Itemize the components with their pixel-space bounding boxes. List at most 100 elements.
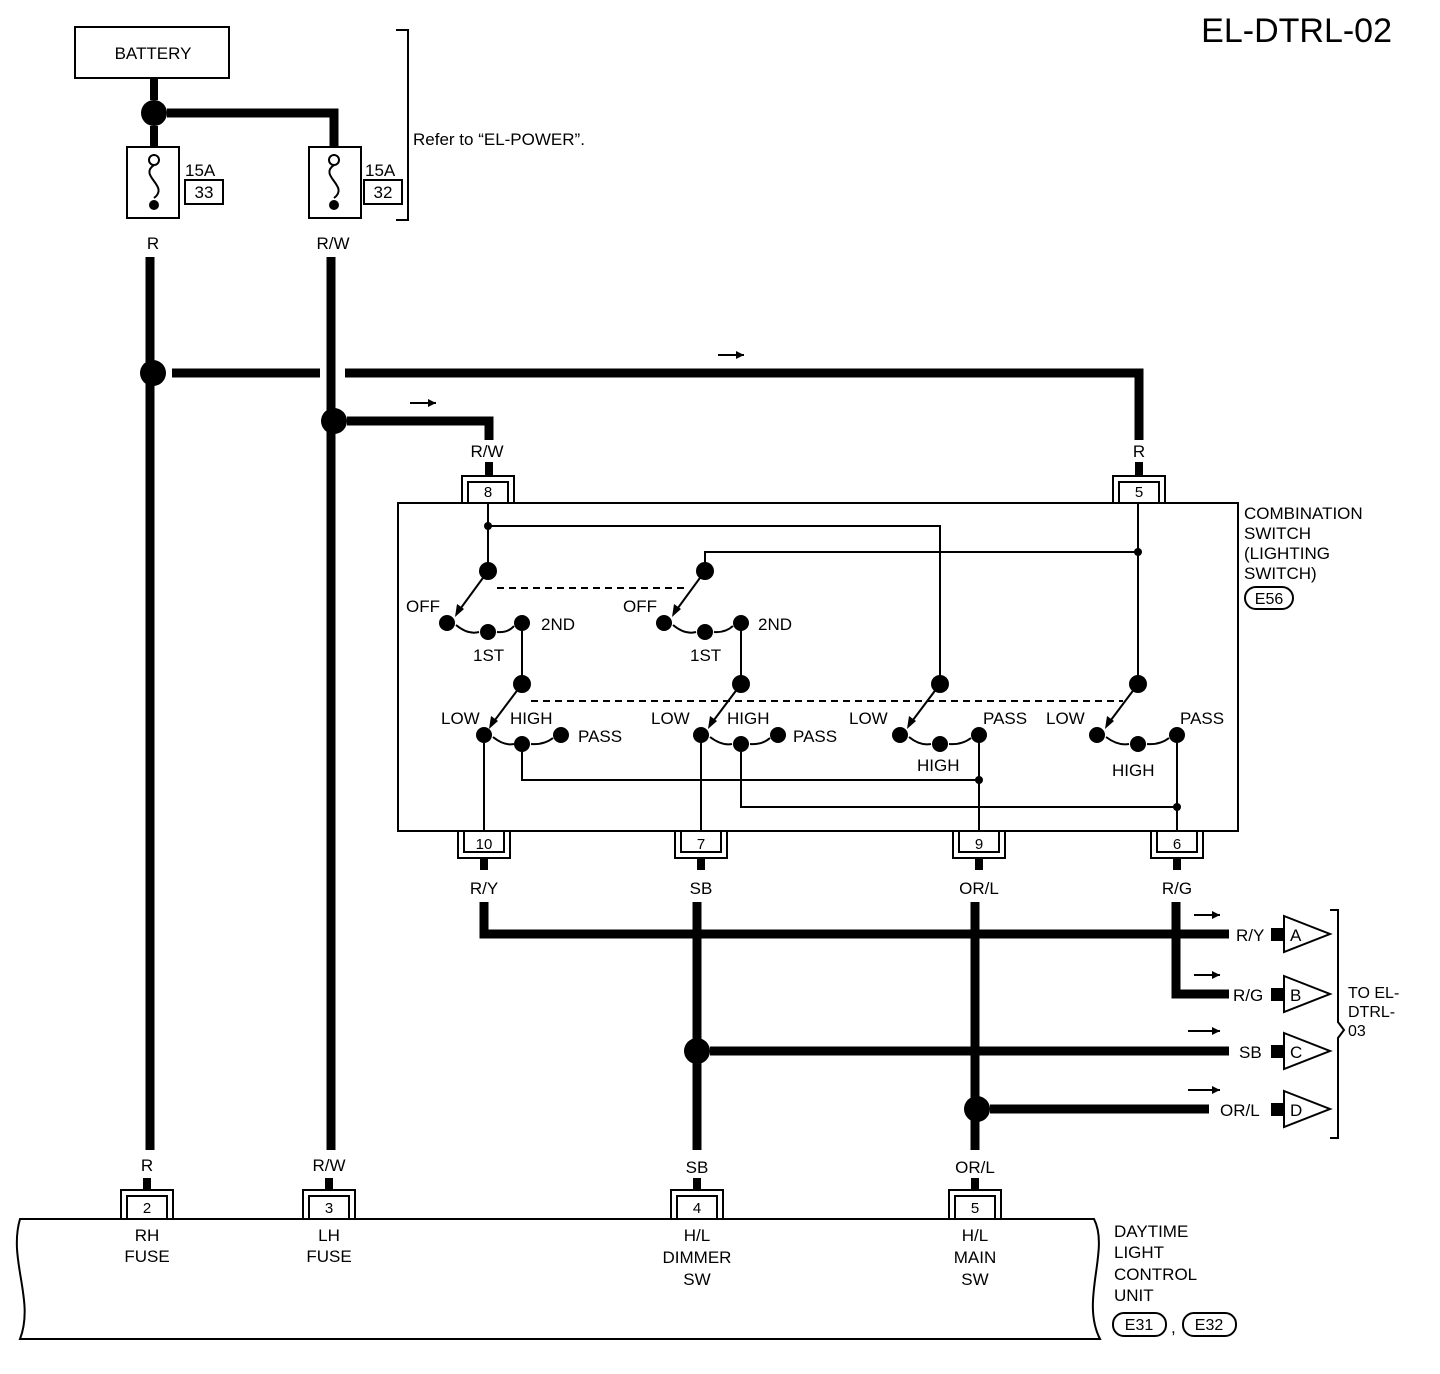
daytime-light-control-unit: RH FUSE LH FUSE H/L DIMMER SW H/L MAIN S…: [15, 1218, 1237, 1340]
svg-text:2: 2: [143, 1200, 151, 1217]
s2-2nd-label: 2ND: [758, 615, 792, 634]
s3-low-label: LOW: [441, 709, 480, 728]
svg-text:SB: SB: [1239, 1043, 1262, 1062]
s4-low-label: LOW: [651, 709, 690, 728]
svg-text:3: 3: [325, 1200, 333, 1217]
cu-connector-separator: ,: [1171, 1318, 1176, 1337]
destination-line-1: TO EL-: [1348, 985, 1399, 1002]
cu-connector-pin-3: 3: [302, 1189, 356, 1218]
connector-pin-7: 7: [674, 832, 728, 859]
svg-text:9: 9: [975, 836, 983, 853]
svg-text:6: 6: [1173, 836, 1181, 853]
cu-title-2: LIGHT: [1114, 1243, 1164, 1262]
fuse-33-number: 33: [195, 183, 214, 202]
bottom-wire-label-rw: R/W: [312, 1156, 345, 1175]
cu-title-3: CONTROL: [1114, 1265, 1197, 1284]
cu-connector-pin-2: 2: [120, 1189, 174, 1218]
combination-switch: 8 5 OFF 2ND 1ST OFF: [397, 475, 1363, 832]
direction-arrows: [1188, 911, 1220, 1094]
s1-1st-label: 1ST: [473, 646, 504, 665]
s6-high-label: HIGH: [1112, 761, 1155, 780]
s3-pass-label: PASS: [578, 727, 622, 746]
pin-3-label-2: FUSE: [306, 1247, 351, 1266]
destination-line-3: 03: [1348, 1023, 1366, 1040]
offpage-connector-b: R/G B: [1233, 974, 1333, 1014]
pin-4-label-1: H/L: [684, 1226, 710, 1245]
connector-pin-8: 8: [461, 475, 515, 502]
svg-text:10: 10: [476, 836, 493, 853]
svg-text:7: 7: [697, 836, 705, 853]
wire-label-rw-pin8: R/W: [470, 442, 503, 461]
cu-title-4: UNIT: [1114, 1286, 1154, 1305]
offpage-connector-c: SB C: [1239, 1031, 1333, 1071]
fuse-32-rating: 15A: [365, 161, 396, 180]
offpage-connector-d: OR/L D: [1220, 1089, 1333, 1129]
wire-label-r-top: R: [147, 234, 159, 253]
svg-text:B: B: [1290, 986, 1301, 1005]
switch-title-4: SWITCH): [1244, 564, 1317, 583]
cu-connector-e32: E32: [1195, 1317, 1224, 1334]
fuse-33-rating: 15A: [185, 161, 216, 180]
svg-text:R/G: R/G: [1233, 986, 1263, 1005]
wire-label-ry: R/Y: [470, 879, 498, 898]
s2-1st-label: 1ST: [690, 646, 721, 665]
s5-high-label: HIGH: [917, 756, 960, 775]
connector-pin-6: 6: [1150, 832, 1204, 859]
switch-title-2: SWITCH: [1244, 524, 1311, 543]
cu-title-1: DAYTIME: [1114, 1222, 1188, 1241]
wire-label-rg: R/G: [1162, 879, 1192, 898]
fuse-32-number: 32: [374, 183, 393, 202]
bottom-wire-label-r: R: [141, 1156, 153, 1175]
s1-2nd-label: 2ND: [541, 615, 575, 634]
cu-connector-pin-5: 5: [948, 1189, 1002, 1218]
battery: BATTERY: [74, 26, 230, 79]
page-title: EL-DTRL-02: [1201, 12, 1392, 50]
svg-text:D: D: [1290, 1101, 1302, 1120]
connector-pin-9: 9: [952, 832, 1006, 859]
pin-5-label-1: H/L: [962, 1226, 988, 1245]
svg-text:5: 5: [1135, 484, 1143, 501]
pin-4-label-3: SW: [683, 1270, 710, 1289]
svg-text:R/Y: R/Y: [1236, 926, 1264, 945]
cu-connector-e31: E31: [1125, 1317, 1154, 1334]
s5-pass-label: PASS: [983, 709, 1027, 728]
pin-3-label-1: LH: [318, 1226, 340, 1245]
switch-title-3: (LIGHTING: [1244, 544, 1330, 563]
wire-label-sb: SB: [690, 879, 713, 898]
battery-label: BATTERY: [115, 44, 192, 63]
pin-5-label-3: SW: [961, 1270, 988, 1289]
s6-pass-label: PASS: [1180, 709, 1224, 728]
wire-label-rw-top: R/W: [316, 234, 349, 253]
pin-2-label-2: FUSE: [124, 1247, 169, 1266]
switch-title-1: COMBINATION: [1244, 504, 1363, 523]
switch-connector-e56: E56: [1255, 591, 1284, 608]
svg-text:C: C: [1290, 1043, 1302, 1062]
bottom-wire-label-orl: OR/L: [955, 1158, 995, 1177]
s5-low-label: LOW: [849, 709, 888, 728]
svg-text:5: 5: [971, 1200, 979, 1217]
cu-connector-pin-4: 4: [670, 1189, 724, 1218]
bottom-wire-label-sb: SB: [686, 1158, 709, 1177]
s2-off-label: OFF: [623, 597, 657, 616]
connector-pin-10: 10: [457, 832, 511, 859]
svg-text:4: 4: [693, 1200, 701, 1217]
pin-4-label-2: DIMMER: [663, 1248, 732, 1267]
s3-high-label: HIGH: [510, 709, 553, 728]
wire-label-r-pin5: R: [1133, 442, 1145, 461]
refer-note: Refer to “EL-POWER”.: [413, 130, 585, 149]
wire-label-orl: OR/L: [959, 879, 999, 898]
pin-5-label-2: MAIN: [954, 1248, 997, 1267]
offpage-connector-a: R/Y A: [1236, 914, 1333, 954]
s6-low-label: LOW: [1046, 709, 1085, 728]
svg-text:8: 8: [484, 484, 492, 501]
svg-text:OR/L: OR/L: [1220, 1101, 1260, 1120]
s1-off-label: OFF: [406, 597, 440, 616]
s4-high-label: HIGH: [727, 709, 770, 728]
connector-pin-5: 5: [1112, 475, 1166, 502]
svg-text:A: A: [1290, 926, 1302, 945]
s4-pass-label: PASS: [793, 727, 837, 746]
destination-brace: [1330, 909, 1346, 1139]
battery-junction: [141, 100, 167, 126]
fuse-33: 15A 33: [126, 146, 224, 219]
